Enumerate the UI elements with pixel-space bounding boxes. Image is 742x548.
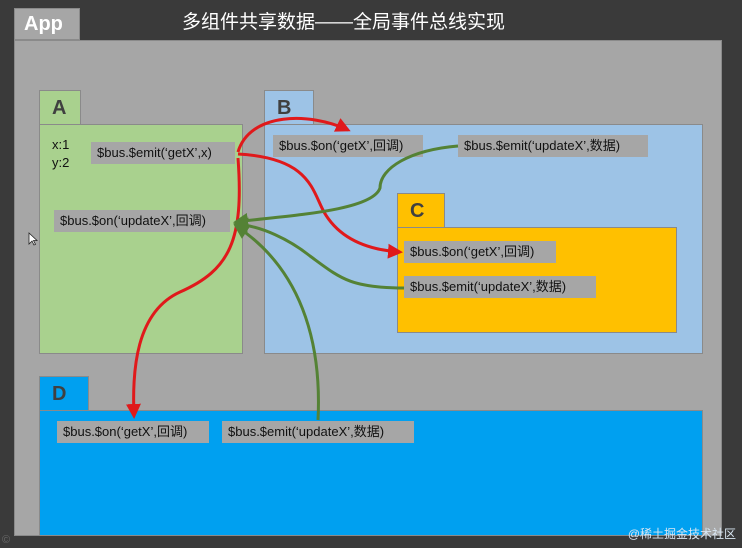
component-b-on-getx: $bus.$on(‘getX’,回调) (273, 135, 423, 157)
component-c-on-getx: $bus.$on(‘getX’,回调) (404, 241, 556, 263)
watermark: @稀土掘金技术社区 (627, 527, 736, 541)
component-c-emit-updatex: $bus.$emit(‘updateX’,数据) (404, 276, 596, 298)
component-c-tab: C (397, 193, 445, 227)
component-a-x-value: x:1 (52, 137, 70, 152)
component-d-emit-updatex: $bus.$emit(‘updateX’,数据) (222, 421, 414, 443)
component-b-emit-updatex: $bus.$emit(‘updateX’,数据) (458, 135, 648, 157)
component-a-y-value: y:2 (52, 155, 70, 170)
app-tab: App (14, 8, 80, 40)
component-a-on-updatex: $bus.$on(‘updateX’,回调) (54, 210, 230, 232)
component-a-data: x:1 y:2 (52, 136, 69, 172)
component-b-tab: B (264, 90, 314, 124)
component-d-tab: D (39, 376, 89, 410)
diagram-title: 多组件共享数据——全局事件总线实现 (182, 12, 506, 33)
component-a-tab: A (39, 90, 81, 124)
mouse-cursor-icon (28, 232, 38, 246)
corner-mark: © (2, 534, 11, 546)
component-a-emit-getx: $bus.$emit(‘getX’,x) (91, 142, 235, 164)
component-d-on-getx: $bus.$on(‘getX’,回调) (57, 421, 209, 443)
